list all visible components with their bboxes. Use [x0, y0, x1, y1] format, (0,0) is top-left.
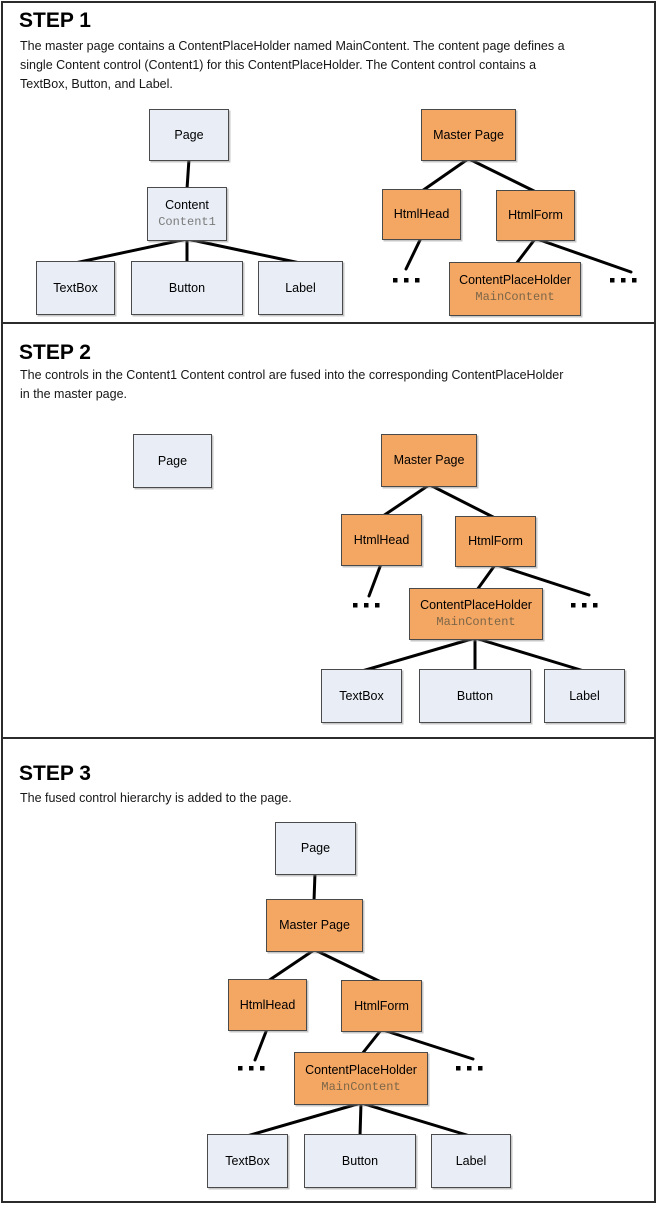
- node-label: HtmlHead: [353, 532, 410, 547]
- description-line: in the master page.: [20, 387, 128, 401]
- step2-connectors: [353, 483, 598, 673]
- node-label: Label: [258, 261, 343, 315]
- node-label: Button: [456, 688, 494, 703]
- node-htmlform: HtmlForm: [341, 980, 422, 1032]
- step1-description: The master page contains a ContentPlaceH…: [20, 37, 645, 94]
- node-htmlhead: HtmlHead: [228, 979, 307, 1031]
- node-label: TextBox: [339, 688, 384, 703]
- node-sublabel: Content1: [158, 215, 216, 229]
- node-label: Page: [300, 841, 331, 855]
- node-label: Label: [285, 280, 316, 295]
- node-label: Page: [157, 453, 188, 468]
- node-page: Page: [133, 434, 212, 488]
- node-label: Label: [431, 1134, 511, 1188]
- node-label: Master Page: [433, 127, 504, 142]
- node-htmlform: HtmlForm: [496, 190, 575, 241]
- step3-description: The fused control hierarchy is added to …: [20, 789, 645, 808]
- node-label: Content: [165, 198, 209, 212]
- node-htmlhead: HtmlHead: [341, 514, 422, 566]
- node-master-page: Master Page: [266, 899, 363, 952]
- node-page: Page: [149, 109, 229, 161]
- node-textbox: TextBox: [321, 669, 402, 723]
- step1-connectors: [73, 157, 637, 283]
- node-master-page: Master Page: [421, 109, 516, 161]
- node-label: Page: [174, 127, 204, 142]
- description-line: The master page contains a ContentPlaceH…: [20, 39, 565, 53]
- node-contentplaceholder: ContentPlaceHolder MainContent: [409, 588, 543, 640]
- ellipsis-icon: [610, 278, 637, 283]
- step3-connectors: [238, 871, 483, 1138]
- node-label: ContentPlaceHolder: [459, 273, 571, 287]
- step1-panel: STEP 1 The master page contains a Conten…: [1, 1, 656, 324]
- description-line: The controls in the Content1 Content con…: [20, 368, 564, 382]
- node-label: Button: [341, 1153, 379, 1168]
- node-button: Button: [131, 261, 243, 315]
- node-label: TextBox: [53, 280, 98, 295]
- description-line: single Content control (Content1) for th…: [20, 58, 537, 72]
- node-label: Label: [569, 688, 600, 703]
- step3-heading: STEP 3: [19, 762, 91, 785]
- node-page: Page: [275, 822, 356, 875]
- node-button: Button: [419, 669, 531, 723]
- node-textbox: TextBox: [207, 1134, 288, 1188]
- step2-heading: STEP 2: [19, 341, 91, 364]
- step3-panel: STEP 3 The fused control hierarchy is ad…: [1, 737, 656, 1203]
- step2-description: The controls in the Content1 Content con…: [20, 366, 645, 404]
- node-label: HtmlForm: [508, 208, 563, 222]
- ellipsis-icon: [238, 1066, 265, 1071]
- node-htmlform: HtmlForm: [455, 516, 536, 567]
- ellipsis-icon: [353, 603, 380, 608]
- node-sublabel: MainContent: [321, 1079, 401, 1094]
- node-contentplaceholder: ContentPlaceHolder MainContent: [449, 262, 581, 316]
- node-button: Button: [304, 1134, 416, 1188]
- node-label: Button: [168, 280, 206, 295]
- step2-panel: STEP 2 The controls in the Content1 Cont…: [1, 322, 656, 739]
- node-label: ContentPlaceHolder: [420, 598, 532, 612]
- node-label: ContentPlaceHolder: [305, 1062, 417, 1077]
- step1-heading: STEP 1: [19, 9, 91, 32]
- node-sublabel: MainContent: [475, 290, 555, 304]
- node-label: HtmlForm: [354, 998, 409, 1013]
- ellipsis-icon: [456, 1066, 483, 1071]
- node-content: Content Content1: [147, 187, 227, 241]
- description-line: The fused control hierarchy is added to …: [20, 791, 292, 805]
- node-label: Label: [455, 1153, 487, 1168]
- node-label: Master Page: [279, 918, 350, 932]
- node-label: HtmlHead: [393, 207, 450, 221]
- node-contentplaceholder: ContentPlaceHolder MainContent: [294, 1052, 428, 1105]
- node-htmlhead: HtmlHead: [382, 189, 461, 240]
- node-label: Label: [544, 669, 625, 723]
- node-label: Master Page: [393, 453, 465, 467]
- node-master-page: Master Page: [381, 434, 477, 487]
- ellipsis-icon: [393, 278, 420, 283]
- ellipsis-icon: [571, 603, 598, 608]
- node-label: HtmlHead: [239, 997, 296, 1012]
- node-textbox: TextBox: [36, 261, 115, 315]
- description-line: TextBox, Button, and Label.: [20, 77, 173, 91]
- node-label: HtmlForm: [468, 534, 523, 548]
- node-label: TextBox: [225, 1153, 270, 1168]
- node-sublabel: MainContent: [436, 615, 516, 629]
